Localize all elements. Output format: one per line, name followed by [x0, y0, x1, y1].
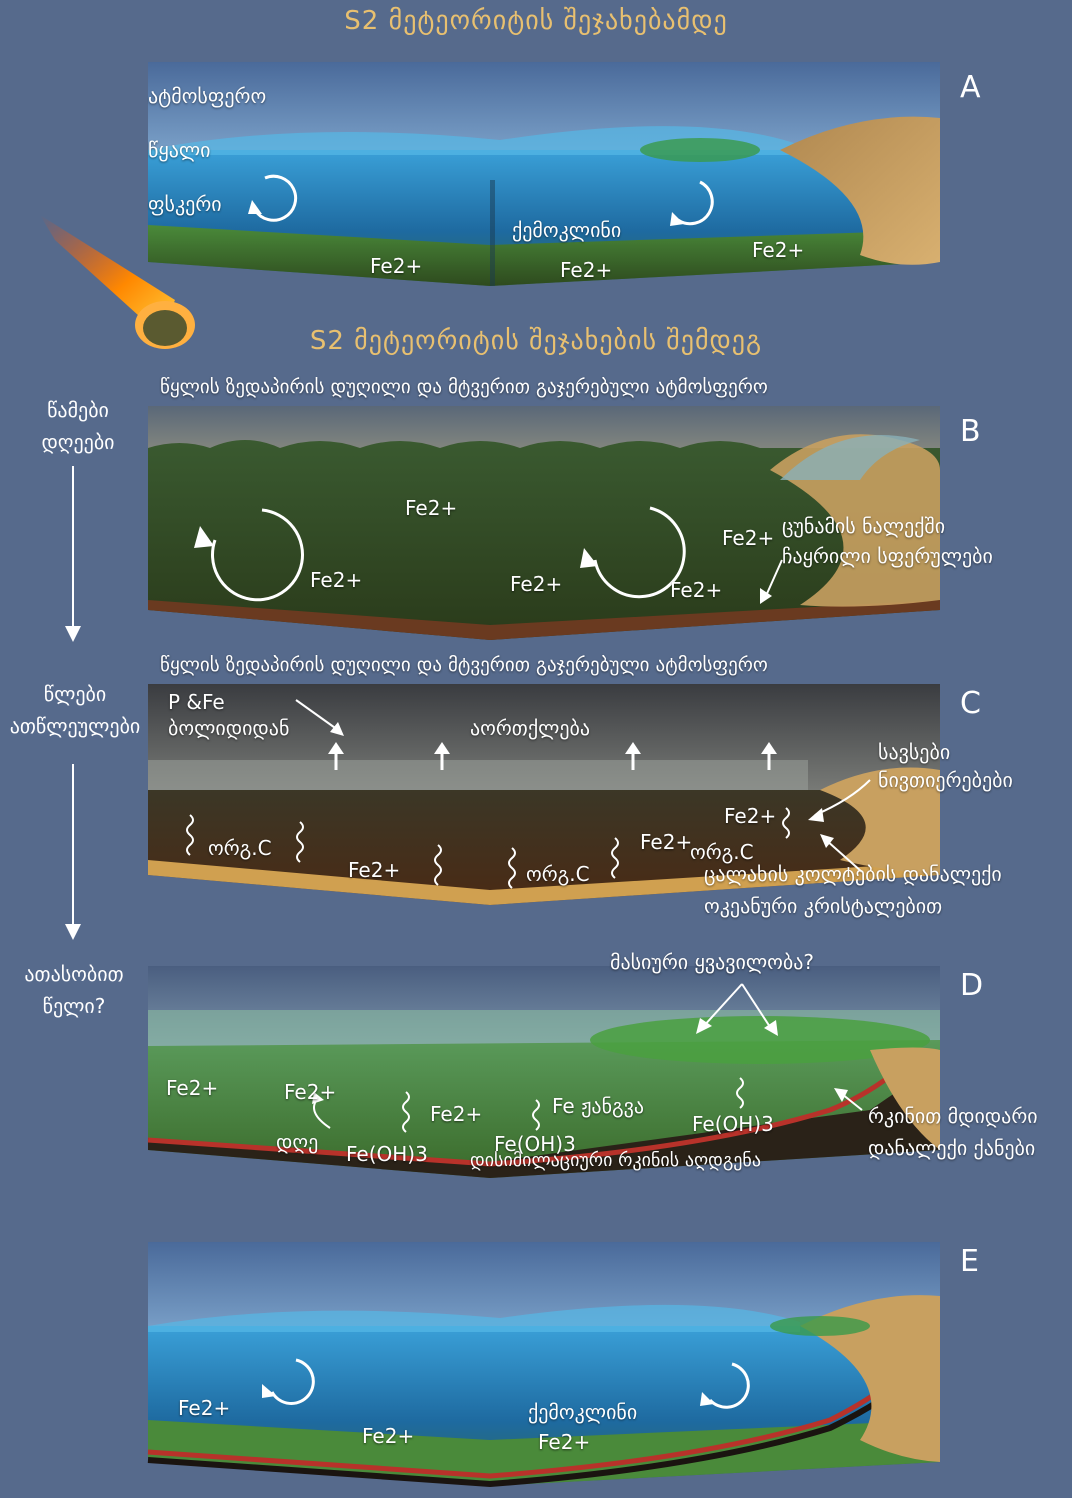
fe-b3: Fe2+	[510, 572, 563, 596]
clasts-line1: სავსები	[878, 740, 951, 764]
org-c1: ორგ.C	[208, 836, 272, 860]
fe-d2: Fe2+	[284, 1080, 337, 1104]
iron-rich-line2: დანალექი ქანები	[868, 1136, 1036, 1160]
evaporation-label: აორთქლება	[470, 716, 591, 740]
fe-e1: Fe2+	[178, 1396, 231, 1420]
iron-rich-line1: რკინით მდიდარი	[868, 1104, 1038, 1128]
org-c2: ორგ.C	[526, 862, 590, 886]
label-chemocline-e: ქემოკლინი	[528, 1400, 638, 1424]
org-c3: ორგ.C	[690, 840, 754, 864]
panel-c-letter: C	[960, 686, 981, 721]
fe-c2: Fe2+	[640, 830, 693, 854]
fe-a2: Fe2+	[560, 258, 613, 282]
fe-a3: Fe2+	[752, 238, 805, 262]
meteorite-trail	[40, 215, 175, 335]
panel-c-shore	[820, 767, 940, 875]
circ-arrow-b1	[211, 508, 304, 602]
spherules-pointer	[764, 559, 783, 599]
title-before-impact: S2 მეტეორიტის შეჯახებამდე	[344, 6, 728, 36]
spherules-line2: ჩაყრილი სფერულები	[782, 544, 993, 568]
pfe-line1: P &Fe	[168, 690, 225, 714]
panel-d-shore	[870, 1047, 940, 1150]
fe-c3: Fe2+	[724, 804, 777, 828]
panel-c-sand-base	[148, 860, 940, 905]
panel-a-letter: A	[960, 70, 981, 105]
clasts-line2: ნივთიერებები	[878, 768, 1013, 792]
layer-pointer	[825, 839, 863, 873]
panel-b-floor	[148, 600, 940, 640]
panel-a-algae	[640, 138, 760, 162]
fe-d1: Fe2+	[166, 1076, 219, 1100]
feoh-d2: Fe(OH)3	[494, 1132, 576, 1156]
fe-b1: Fe2+	[405, 496, 458, 520]
day-label: დღე	[276, 1130, 319, 1154]
panel-e-sediment	[148, 1420, 940, 1486]
timeline-stage-2-line2: ათწლეულები	[9, 714, 141, 738]
fe-b5: Fe2+	[722, 526, 775, 550]
fe-a1: Fe2+	[370, 254, 423, 278]
dissimilatory-label: დისიმილაციური რკინის აღდგენა	[470, 1150, 761, 1171]
panel-c-sediment	[148, 780, 940, 905]
layer-line2: ოკეანური კრისტალებით	[704, 894, 943, 918]
circ-arrow-e2	[708, 1362, 750, 1409]
panel-c-header: წყლის ზედაპირის დუღილი და მტვერით გაჯერე…	[160, 654, 768, 676]
spherules-line1: ცუნამის ნალექში	[782, 514, 946, 538]
timeline-stage-1: წამები დღეები	[8, 394, 148, 458]
bloom-label: მასიური ყვავილობა?	[610, 950, 814, 974]
circ-arrow-a1	[253, 174, 298, 222]
timeline-stage-1-line2: დღეები	[41, 430, 115, 454]
label-water: წყალი	[148, 138, 211, 162]
panel-e-shore	[800, 1295, 940, 1462]
fe-c1: Fe2+	[348, 858, 401, 882]
panel-b-water	[148, 440, 940, 640]
circ-arrow-e1	[270, 1358, 315, 1405]
layer-line1: ცალახის კოლტების დანალექი	[704, 862, 1002, 886]
meteorite-rock	[143, 310, 187, 346]
fe-b4: Fe2+	[670, 578, 723, 602]
timeline-stage-2-line1: წლები	[43, 682, 107, 706]
label-atmosphere: ატმოსფერო	[148, 84, 267, 108]
iron-layer-d	[147, 1048, 922, 1167]
label-chemocline-a: ქემოკლინი	[512, 218, 622, 242]
panel-b-letter: B	[960, 414, 981, 449]
bloom-pointer-2	[741, 983, 773, 1031]
timeline-stage-3-line1: ათასობით	[24, 962, 124, 986]
fe-d3: Fe2+	[430, 1102, 483, 1126]
panel-d-letter: D	[960, 968, 984, 1003]
tsunami-wave	[780, 435, 920, 480]
algal-bloom	[590, 1016, 930, 1064]
feoh-d3: Fe(OH)3	[692, 1112, 774, 1136]
timeline-stage-1-line1: წამები	[47, 398, 109, 422]
circ-arrow-a2	[677, 180, 714, 226]
timeline-stage-2: წლები ათწლეულები	[0, 678, 150, 742]
fe-b2: Fe2+	[310, 568, 363, 592]
panel-e-letter: E	[960, 1244, 979, 1279]
title-after-impact: S2 მეტეორიტის შეჯახების შემდეგ	[309, 326, 763, 356]
fe-e3: Fe2+	[538, 1430, 591, 1454]
fe-oxidation-label: Fe ჟანგვა	[552, 1094, 645, 1118]
feoh-d1: Fe(OH)3	[346, 1142, 428, 1166]
panel-d-floor	[148, 1062, 940, 1178]
panel-b-header: წყლის ზედაპირის დუღილი და მტვერით გაჯერე…	[160, 376, 768, 398]
iron-rich-pointer	[841, 1093, 863, 1111]
pfe-pointer	[295, 699, 339, 731]
bloom-pointer-1	[701, 983, 743, 1029]
timeline-stage-3-line2: წელი?	[42, 994, 106, 1018]
pfe-line2: ბოლიდიდან	[168, 716, 290, 740]
label-bottom: ფსკერი	[148, 192, 222, 216]
panel-a-shore	[780, 116, 940, 265]
fe-e2: Fe2+	[362, 1424, 415, 1448]
panel-a-sediment	[148, 225, 940, 286]
circ-arrow-b2	[593, 506, 686, 599]
timeline-stage-3: ათასობით წელი?	[4, 958, 144, 1022]
